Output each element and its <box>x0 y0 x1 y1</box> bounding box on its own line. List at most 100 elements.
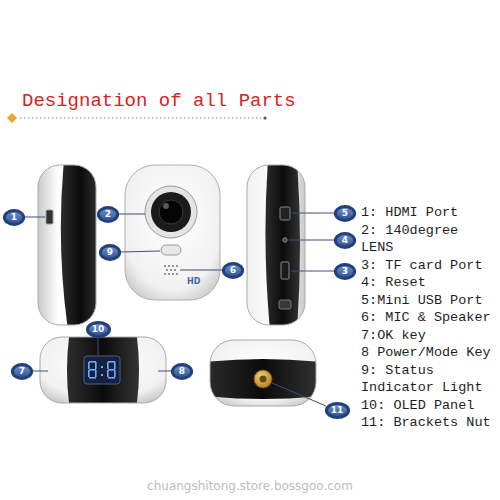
camera-side-view-left-part <box>46 210 53 224</box>
badge-ellipse-shape <box>335 206 354 220</box>
callout-number: 9 <box>100 245 120 260</box>
badge-ellipse-shape <box>326 403 348 417</box>
camera-front-view-part <box>176 265 178 267</box>
camera-front-view-part <box>170 269 172 271</box>
badge-ellipse-shape <box>335 233 354 247</box>
leader-lines-part <box>25 217 45 218</box>
callout-number: 7 <box>12 364 32 379</box>
camera-side-view-right-part <box>280 207 290 220</box>
leader-lines-part <box>119 214 145 215</box>
callout-number: 5 <box>335 206 355 221</box>
camera-front-view-part <box>125 165 220 300</box>
part-name: 4: Reset <box>361 274 495 292</box>
camera-top-view-part <box>107 370 109 377</box>
part-name: 8 Power/Mode Key <box>361 344 495 362</box>
camera-side-view-right-part <box>281 262 289 279</box>
callout-badge: 8 <box>172 364 192 379</box>
camera-bottom-view-part <box>254 370 272 388</box>
camera-top-view-part <box>108 361 115 363</box>
callout-number: 1 <box>4 210 24 225</box>
camera-front-view-part <box>164 265 178 275</box>
camera-top-view-part <box>101 374 103 376</box>
parts-list: 1: HDMI Port2: 140degree LENS3: TF card … <box>361 204 495 432</box>
camera-top-view-part <box>101 366 103 368</box>
part-name: 1: HDMI Port <box>361 204 495 222</box>
camera-side-view-left-part <box>61 165 96 325</box>
camera-top-view-part <box>89 369 96 371</box>
part-name: 7:OK key <box>361 327 495 345</box>
camera-front-view-part <box>164 265 166 267</box>
leader-lines <box>25 213 335 406</box>
leader-lines-part <box>272 383 326 406</box>
callout-badge: 1 <box>4 210 24 225</box>
title-underline-part <box>20 117 265 118</box>
camera-front-view-part <box>168 265 170 267</box>
callout-number: 3 <box>335 264 355 279</box>
diagram-title: Designation of all Parts <box>22 90 296 112</box>
camera-top-view-part <box>89 377 96 379</box>
camera-front-view-part <box>172 265 174 267</box>
leader-lines-part <box>180 270 222 271</box>
camera-front-view-part <box>174 269 176 271</box>
part-name: 11: Brackets Nut <box>361 414 495 432</box>
title-underline-part <box>263 116 266 119</box>
camera-top-view-part <box>95 370 97 377</box>
leader-lines-part <box>33 371 48 372</box>
camera-front-view-part <box>163 203 169 209</box>
part-name: 2: 140degree LENS <box>361 222 495 257</box>
callout-number: 4 <box>335 233 355 248</box>
leader-lines-part <box>291 271 335 272</box>
camera-top-view-part <box>89 361 96 363</box>
camera-bottom-view-part <box>260 376 267 383</box>
callout-number: 10 <box>87 322 110 337</box>
part-name: 6: MIC & Speaker <box>361 309 495 327</box>
camera-front-view-part <box>151 192 191 232</box>
camera-top-view-part <box>40 337 166 403</box>
callout-badge: 11 <box>326 403 349 418</box>
callout-number: 8 <box>172 364 192 379</box>
badge-ellipse-shape <box>223 263 242 277</box>
badge-ellipse-shape <box>172 364 191 378</box>
camera-front-view-part <box>166 269 168 271</box>
camera-side-view-right-part <box>279 300 291 309</box>
callout-badge: 4 <box>335 233 355 248</box>
camera-front-view-part <box>145 186 197 238</box>
callout-badge: 6 <box>223 263 243 278</box>
watermark: chuangshitong.store.bossgoo.com <box>0 479 500 493</box>
leader-lines-part <box>158 371 171 372</box>
camera-top-view-part <box>108 377 115 379</box>
leader-lines-part <box>292 213 335 214</box>
badge-ellipse-shape <box>87 322 109 336</box>
camera-front-view-part <box>161 245 181 255</box>
camera-side-view-right-part <box>283 238 287 242</box>
callout-number: 6 <box>223 263 243 278</box>
badge-ellipse-shape <box>12 364 31 378</box>
callout-number: 2 <box>98 207 118 222</box>
camera-front-view-part <box>164 273 166 275</box>
camera-bottom-view-part <box>210 359 316 399</box>
watermark-holder: chuangshitong.store.bossgoo.com <box>0 479 500 493</box>
camera-side-view-right <box>247 160 305 330</box>
leader-lines-part <box>289 240 335 241</box>
badge-ellipse-shape <box>98 207 117 221</box>
callout-badge: 7 <box>12 364 32 379</box>
camera-side-view-right-part <box>265 165 300 325</box>
camera-front-view-part <box>168 273 170 275</box>
callout-badge: 2 <box>98 207 118 222</box>
part-name: 9: Status Indicator Light <box>361 362 495 397</box>
part-name: 10: OLED Panel <box>361 397 495 415</box>
logo-text-holder: HD <box>187 277 200 286</box>
callout-badge: 9 <box>100 245 120 260</box>
camera-top-view-part <box>88 370 90 377</box>
logo-text: HD <box>187 277 200 286</box>
badge-ellipse-shape <box>100 245 119 259</box>
title-underline-part <box>7 113 17 123</box>
camera-top-view-part <box>95 362 97 369</box>
camera-side-view-left <box>38 160 100 330</box>
camera-top-view-part <box>67 337 139 403</box>
callout-number: 11 <box>326 403 349 418</box>
camera-top-view-part <box>114 370 116 377</box>
camera-top-view-part <box>114 362 116 369</box>
camera-side-view-left-part <box>38 165 96 325</box>
